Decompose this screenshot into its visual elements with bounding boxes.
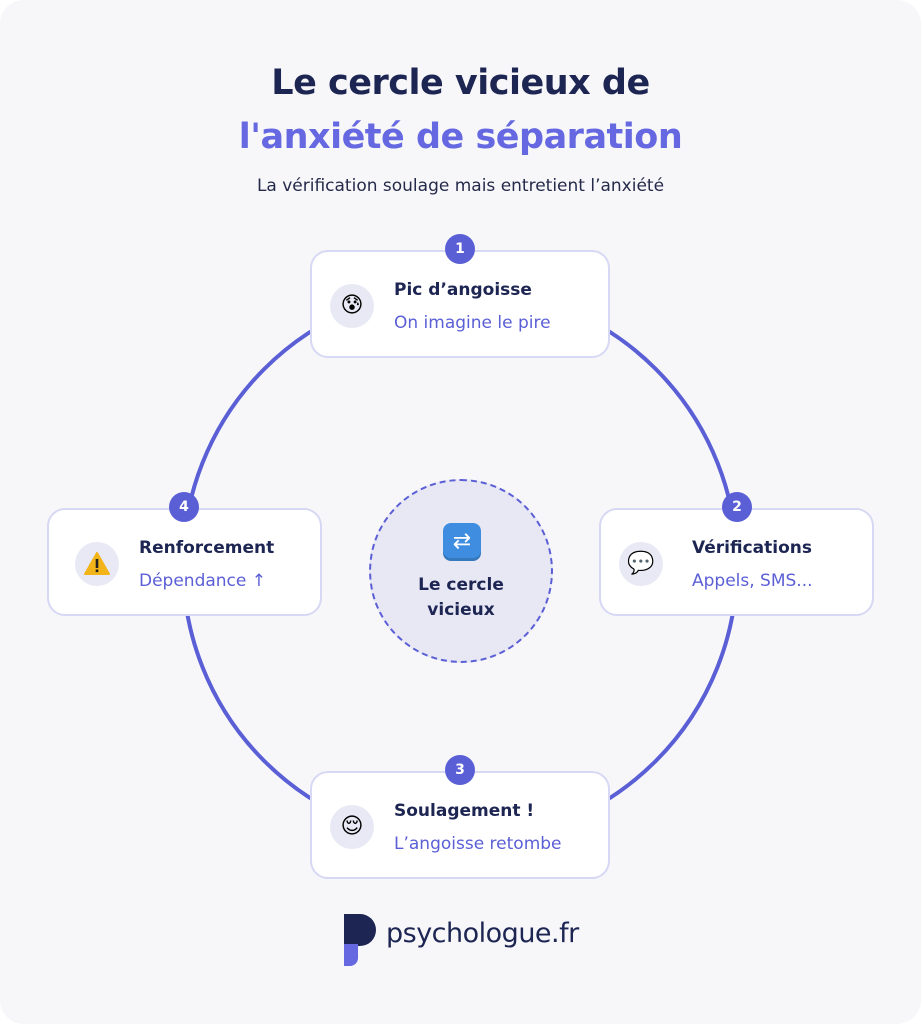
- repeat-arrows-icon: ⇄: [443, 523, 481, 561]
- title-line-1: Le cercle vicieux de: [271, 63, 650, 103]
- step-card-1: 😰 Pic d’angoisse On imagine le pire: [310, 250, 610, 358]
- page-subtitle: La vérification soulage mais entretient …: [256, 176, 665, 196]
- step-subtitle: L’angoisse retombe: [394, 834, 562, 854]
- step-badge-4: 4: [169, 492, 199, 522]
- step-title: Renforcement: [139, 538, 275, 558]
- warning-icon: [75, 542, 119, 586]
- speech-bubble-icon: 💬: [619, 542, 663, 586]
- step-subtitle: Appels, SMS...: [692, 571, 813, 591]
- step-card-4: Renforcement Dépendance ↑: [47, 508, 322, 616]
- center-circle: ⇄ Le cercle vicieux: [369, 479, 553, 663]
- step-title: Soulagement !: [394, 801, 535, 821]
- step-subtitle: Dépendance ↑: [139, 571, 267, 591]
- step-badge-1: 1: [445, 234, 475, 264]
- step-title: Vérifications: [692, 538, 812, 558]
- brand-name: psychologue.fr: [386, 918, 579, 949]
- step-subtitle: On imagine le pire: [394, 313, 551, 333]
- step-title: Pic d’angoisse: [394, 280, 532, 300]
- psychologue-logo-icon: [344, 914, 376, 966]
- center-label-line-1: Le cercle: [418, 575, 504, 595]
- anxious-face-icon: 😰: [330, 284, 374, 328]
- step-badge-3: 3: [445, 755, 475, 785]
- center-label-line-2: vicieux: [427, 600, 495, 620]
- step-card-2: 💬 Vérifications Appels, SMS...: [599, 508, 874, 616]
- page-title: Le cercle vicieux de l'anxiété de sépara…: [0, 56, 921, 164]
- relieved-face-icon: 😌: [330, 805, 374, 849]
- center-label: Le cercle vicieux: [371, 573, 551, 623]
- step-badge-2: 2: [722, 492, 752, 522]
- step-card-3: 😌 Soulagement ! L’angoisse retombe: [310, 771, 610, 879]
- title-line-2: l'anxiété de séparation: [238, 117, 683, 157]
